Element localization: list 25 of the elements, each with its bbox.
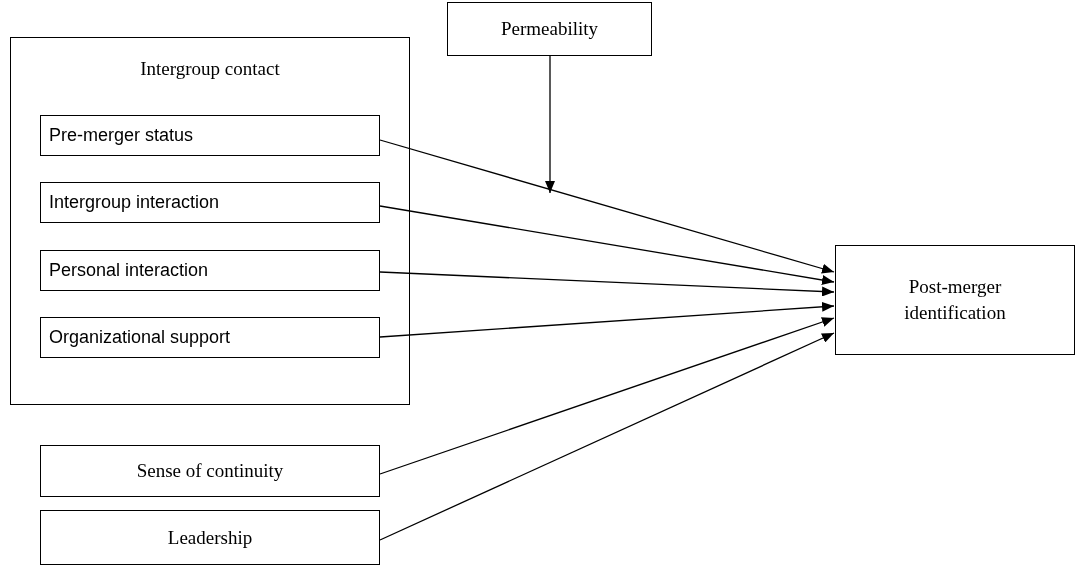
variable-label: Permeability (499, 17, 600, 41)
variable-box (40, 445, 380, 497)
variable-box (447, 2, 652, 56)
arrow (379, 317, 835, 475)
variable-label: Personal interaction (48, 259, 210, 282)
arrow (379, 271, 835, 297)
arrow (545, 55, 555, 194)
variable-box (40, 182, 380, 223)
arrow (379, 139, 835, 274)
group-box (10, 37, 410, 405)
variable-label: Organizational support (48, 326, 232, 349)
variable-box (40, 510, 380, 565)
variable-label: Sense of continuity (135, 459, 285, 483)
variable-label: Intergroup interaction (48, 191, 221, 214)
arrow (379, 332, 835, 541)
arrow (379, 301, 835, 338)
variable-box (40, 115, 380, 156)
variable-box (835, 245, 1075, 355)
variable-label: Post-merger identification (903, 275, 1007, 325)
variable-box (40, 317, 380, 358)
group-title: Intergroup contact (139, 57, 281, 81)
variable-label: Leadership (166, 525, 254, 550)
variable-box (40, 250, 380, 291)
variable-label: Pre-merger status (48, 124, 195, 147)
arrow (379, 205, 835, 285)
